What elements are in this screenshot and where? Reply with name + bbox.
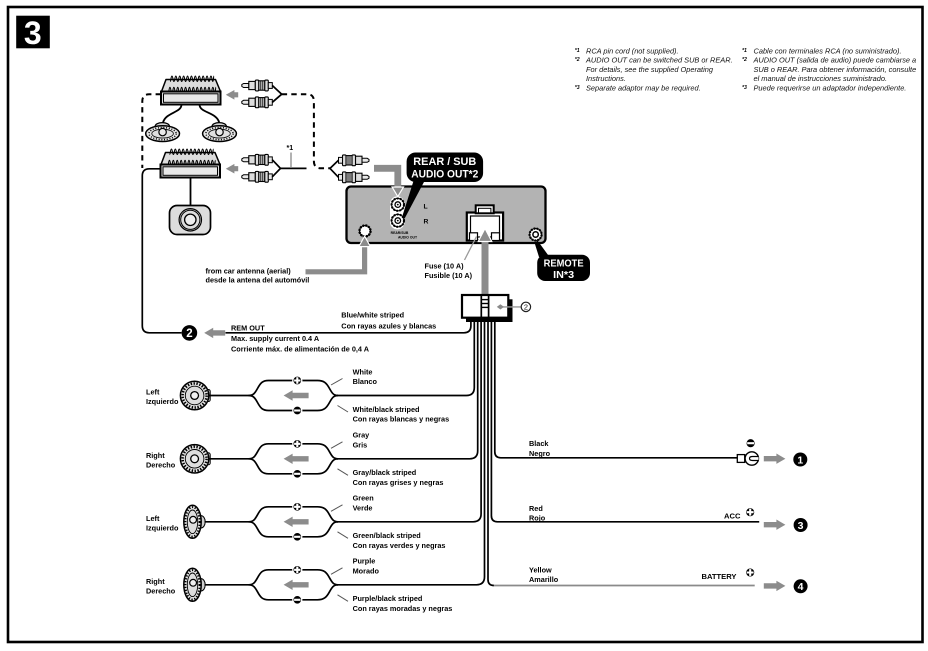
svg-text:L: L <box>424 204 428 211</box>
svg-text:Con rayas azules y blancas: Con rayas azules y blancas <box>341 322 436 331</box>
svg-text:Left: Left <box>146 388 160 397</box>
svg-text:Green/black striped: Green/black striped <box>353 531 421 540</box>
svg-text:AUDIO OUT: AUDIO OUT <box>398 236 418 240</box>
svg-text:from car antenna (aerial): from car antenna (aerial) <box>206 266 292 275</box>
svg-text:Amarillo: Amarillo <box>529 575 559 584</box>
svg-text:3: 3 <box>798 520 804 532</box>
svg-text:Green: Green <box>353 494 374 503</box>
svg-text:Left: Left <box>146 514 160 523</box>
svg-text:Max. supply current 0.4 A: Max. supply current 0.4 A <box>231 334 320 343</box>
svg-text:Right: Right <box>146 577 165 586</box>
svg-text:Derecho: Derecho <box>146 586 176 595</box>
svg-text:Gray: Gray <box>353 431 371 440</box>
svg-text:REAR/SUB: REAR/SUB <box>391 231 409 235</box>
svg-text:Separate adaptor may be requir: Separate adaptor may be required. <box>586 83 701 92</box>
svg-text:Red: Red <box>529 504 543 513</box>
svg-text:*3: *3 <box>742 85 747 91</box>
svg-text:Blanco: Blanco <box>353 377 378 386</box>
svg-text:Purple/black striped: Purple/black striped <box>353 594 423 603</box>
svg-text:*2: *2 <box>742 57 747 63</box>
svg-text:AUDIO OUT can be switched SUB: AUDIO OUT can be switched SUB or REAR. <box>585 56 733 65</box>
svg-text:4: 4 <box>798 581 804 593</box>
svg-text:Derecho: Derecho <box>146 460 176 469</box>
svg-text:Gray/black striped: Gray/black striped <box>353 468 417 477</box>
svg-text:Right: Right <box>146 451 165 460</box>
svg-text:*3: *3 <box>575 85 580 91</box>
svg-text:el manual de instrucciones sum: el manual de instrucciones suministrado. <box>754 74 888 83</box>
svg-text:Puede requerirse un adaptador: Puede requerirse un adaptador independie… <box>754 83 907 92</box>
svg-text:Black: Black <box>529 439 549 448</box>
svg-text:Blue/white striped: Blue/white striped <box>341 310 404 319</box>
svg-text:1: 1 <box>797 454 803 466</box>
svg-text:White/black striped: White/black striped <box>353 405 420 414</box>
svg-text:Gris: Gris <box>353 440 368 449</box>
svg-text:Fusible (10 A): Fusible (10 A) <box>425 271 473 280</box>
svg-text:Cable con terminales RCA (no s: Cable con terminales RCA (no suministrad… <box>754 47 902 56</box>
svg-text:BATTERY: BATTERY <box>701 572 736 581</box>
svg-text:Con rayas blancas y negras: Con rayas blancas y negras <box>353 415 450 424</box>
svg-text:Fuse (10 A): Fuse (10 A) <box>425 262 465 271</box>
svg-text:For details, see the supplied: For details, see the supplied Operating <box>586 65 714 74</box>
svg-text:desde la antena del automóvil: desde la antena del automóvil <box>206 276 310 285</box>
svg-text:Instructions.: Instructions. <box>586 74 626 83</box>
svg-text:2: 2 <box>524 303 528 312</box>
svg-text:AUDIO OUT*2: AUDIO OUT*2 <box>411 169 478 181</box>
svg-text:R: R <box>424 219 429 226</box>
svg-text:REAR / SUB: REAR / SUB <box>413 156 476 168</box>
svg-text:Purple: Purple <box>353 557 376 566</box>
svg-text:Con rayas verdes y negras: Con rayas verdes y negras <box>353 541 446 550</box>
svg-text:RCA pin cord (not supplied).: RCA pin cord (not supplied). <box>586 47 679 56</box>
svg-text:SUB o REAR. Para obtener infor: SUB o REAR. Para obtener información, co… <box>754 65 917 74</box>
svg-text:Con rayas moradas y negras: Con rayas moradas y negras <box>353 604 453 613</box>
svg-text:*1: *1 <box>742 48 747 54</box>
svg-text:Verde: Verde <box>353 503 373 512</box>
svg-text:*1: *1 <box>575 48 580 54</box>
svg-text:*1: *1 <box>287 145 294 152</box>
svg-text:ACC: ACC <box>724 512 741 521</box>
svg-text:REMOTE: REMOTE <box>544 259 584 270</box>
svg-text:Morado: Morado <box>353 566 380 575</box>
svg-text:Izquierdo: Izquierdo <box>146 523 179 532</box>
svg-text:Corriente máx. de alimentación: Corriente máx. de alimentación de 0,4 A <box>231 344 370 353</box>
svg-text:REM OUT: REM OUT <box>231 324 265 333</box>
svg-text:Negro: Negro <box>529 449 551 458</box>
svg-text:Izquierdo: Izquierdo <box>146 397 179 406</box>
svg-text:2: 2 <box>186 328 192 340</box>
svg-text:Yellow: Yellow <box>529 565 552 574</box>
svg-text:IN*3: IN*3 <box>553 270 574 281</box>
svg-text:*2: *2 <box>575 57 580 63</box>
svg-text:Con rayas grises y negras: Con rayas grises y negras <box>353 478 444 487</box>
svg-text:Rojo: Rojo <box>529 514 546 523</box>
svg-text:White: White <box>353 367 373 376</box>
svg-text:AUDIO OUT (salida de audio) pu: AUDIO OUT (salida de audio) puede cambia… <box>753 56 917 65</box>
svg-text:3: 3 <box>24 15 42 51</box>
